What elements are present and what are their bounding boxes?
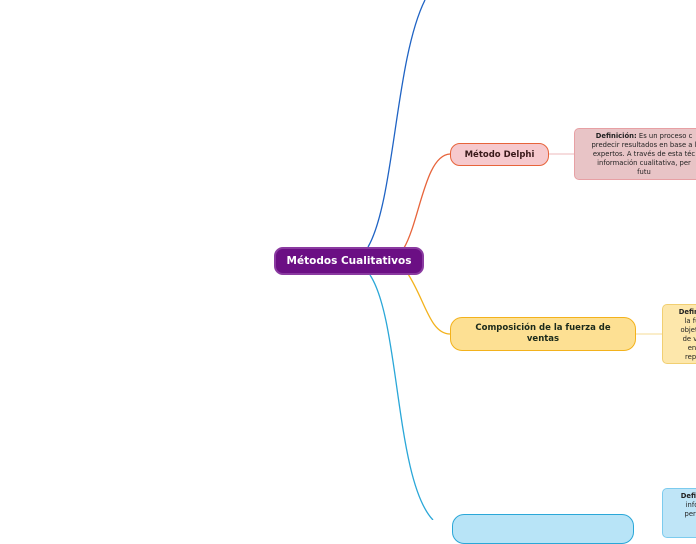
branch-bottom-line [369, 274, 434, 520]
note-delphi-line1: Es un proceso c [636, 132, 693, 140]
root-topic[interactable]: Métodos Cualitativos [274, 247, 424, 275]
note-fuerza-line5: en [687, 344, 696, 352]
note-delphi-line2: predecir resultados en base a l [591, 141, 696, 149]
branch-delphi-line [403, 153, 451, 249]
branch-fuerza-line [407, 273, 451, 335]
note-fuerza-line4: de ve [682, 335, 696, 343]
connector-lines [367, 0, 662, 520]
note-bottom-label: Defini [680, 492, 696, 500]
topic-composicion-fuerza-ventas-label: Composición de la fuerza de ventas [475, 323, 611, 344]
topic-composicion-fuerza-ventas[interactable]: Composición de la fuerza de ventas [450, 317, 636, 351]
branch-top-line [367, 0, 426, 248]
topic-metodo-delphi[interactable]: Método Delphi [450, 143, 549, 166]
note-delphi-line5: futu [637, 168, 651, 176]
topic-metodo-delphi-label: Método Delphi [464, 149, 535, 160]
note-fuerza-line2: la fu [684, 317, 696, 325]
note-delphi-line4: información cualitativa, per [597, 159, 691, 167]
note-fuerza-label: Definic [678, 308, 696, 316]
note-bottom-line3: perc [684, 510, 696, 518]
note-metodo-delphi[interactable]: Definición: Es un proceso c predecir res… [574, 128, 696, 180]
note-delphi-line3: expertos. A través de esta téc [592, 150, 696, 158]
note-bottom-line2: info [685, 501, 696, 509]
note-fuerza-line3: objetiv [680, 326, 696, 334]
note-fuerza-ventas[interactable]: Definic la fu objetiv de ve en repr [662, 304, 696, 364]
topic-bottom[interactable] [452, 514, 634, 544]
note-bottom[interactable]: Defini info perc [662, 488, 696, 538]
note-fuerza-line6: repr [685, 353, 696, 361]
note-delphi-label: Definición: [595, 132, 637, 140]
root-topic-label: Métodos Cualitativos [286, 255, 412, 267]
